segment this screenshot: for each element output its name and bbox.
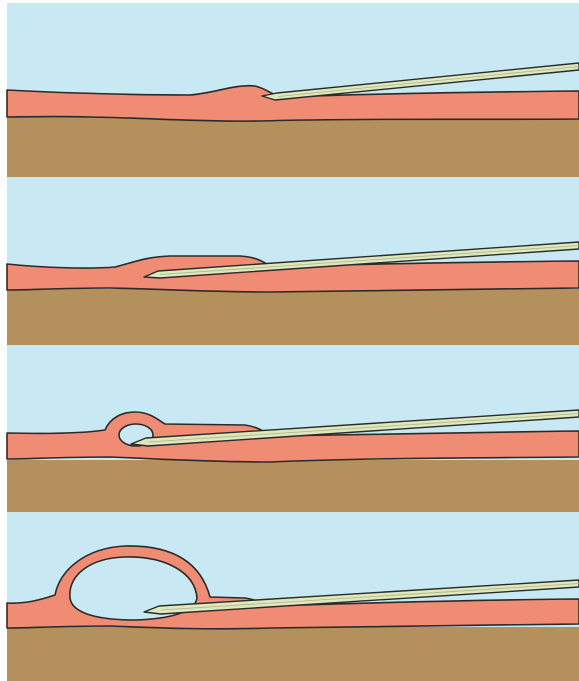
panel-3 bbox=[7, 345, 579, 512]
panel-1 bbox=[7, 3, 579, 177]
panel-1-base-layer bbox=[7, 116, 579, 177]
panel-2-base-layer bbox=[7, 289, 579, 345]
panel-2 bbox=[7, 177, 579, 345]
panel-4-base-layer bbox=[7, 627, 579, 681]
panel-3-base-layer bbox=[7, 460, 579, 512]
panel-4 bbox=[7, 512, 579, 681]
